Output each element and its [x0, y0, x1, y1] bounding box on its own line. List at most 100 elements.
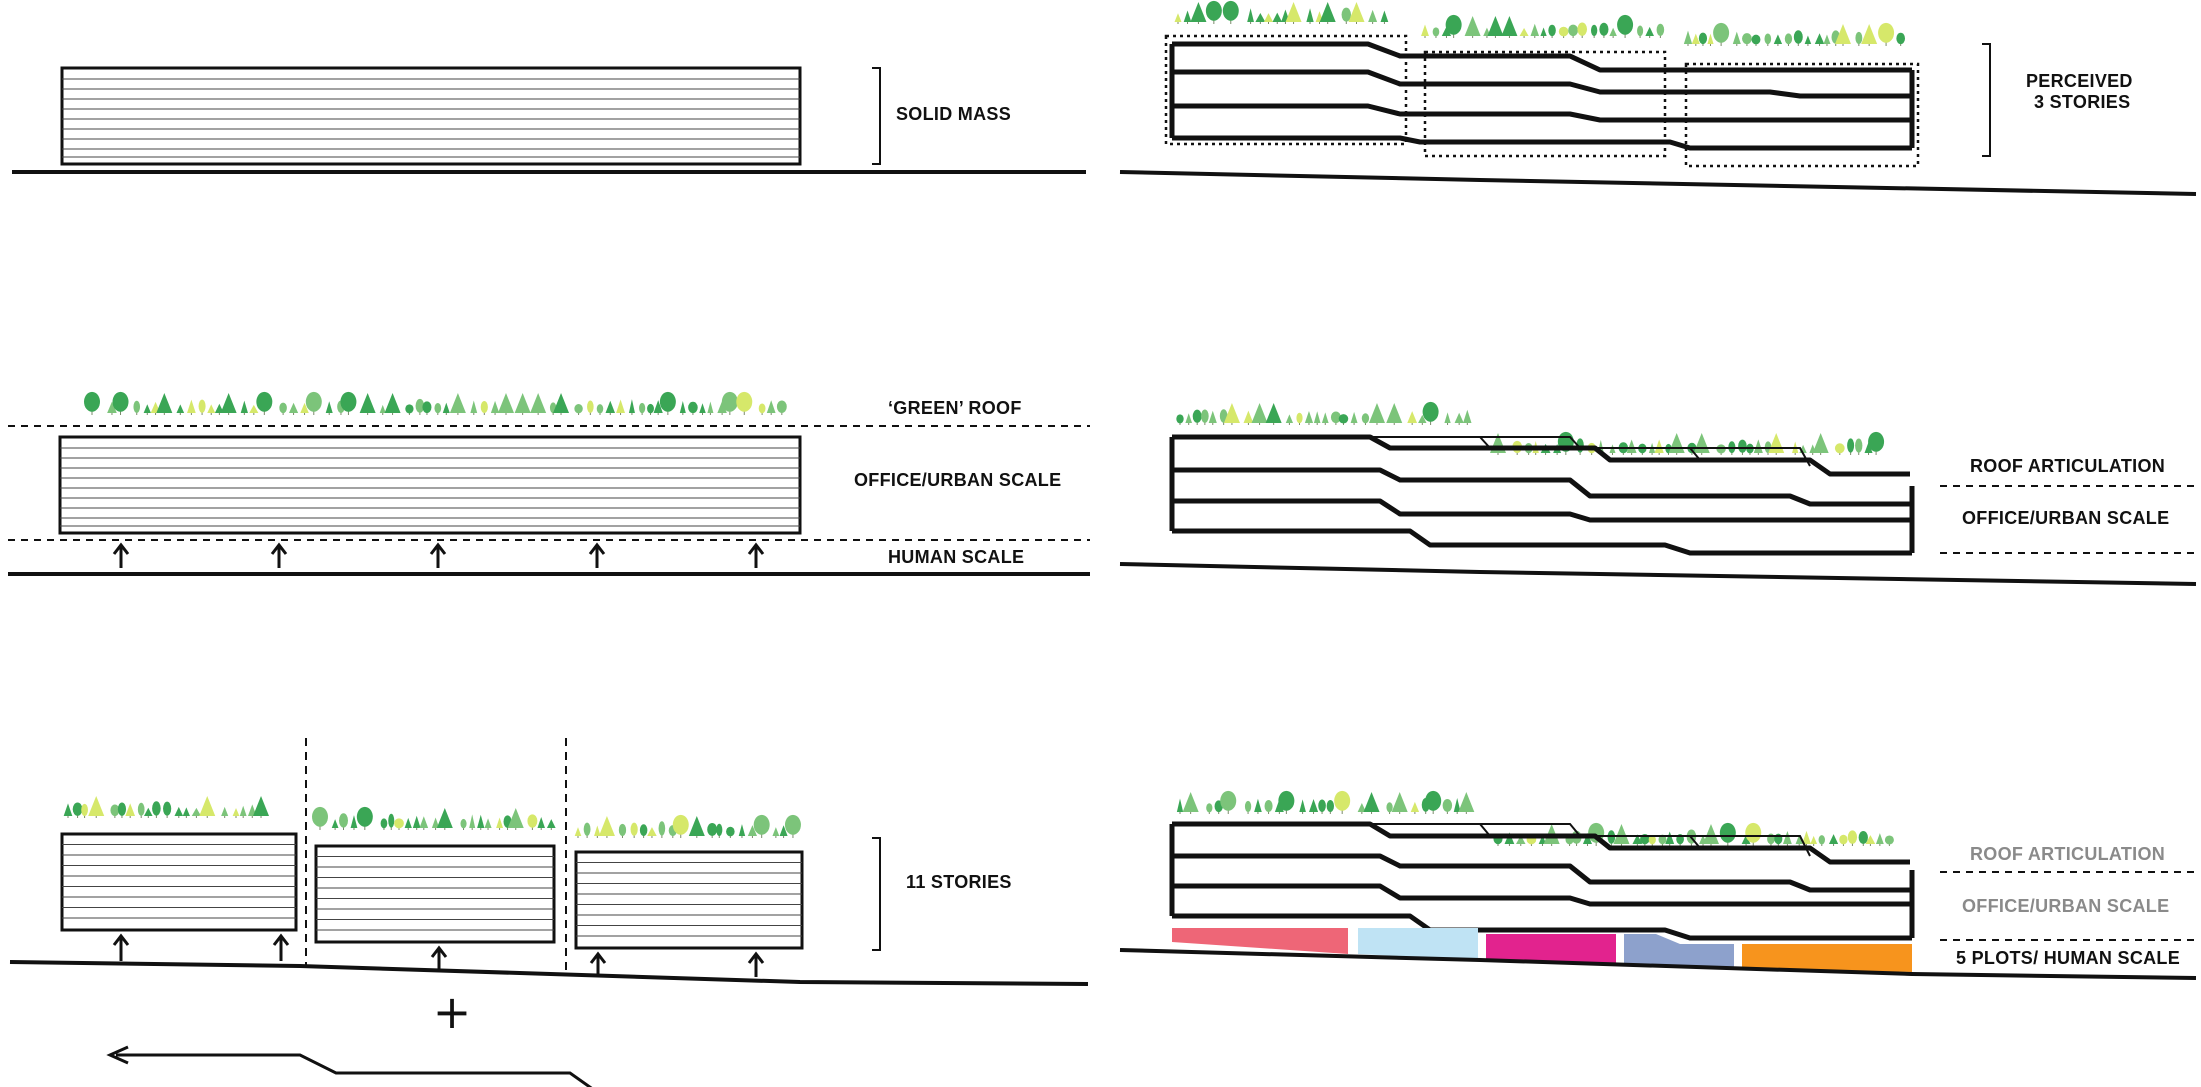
tree-row	[1683, 22, 1906, 46]
tree-icon	[1326, 799, 1335, 814]
tree-icon	[496, 817, 504, 830]
tree-icon	[163, 801, 172, 818]
tree-icon	[137, 802, 145, 818]
tree-icon	[1421, 24, 1429, 38]
tree-icon	[772, 827, 780, 838]
tree-icon	[1707, 33, 1714, 46]
tree-icon	[1274, 799, 1284, 814]
tree-icon	[1764, 33, 1772, 46]
tree-icon	[658, 821, 666, 838]
building-block-3	[574, 850, 804, 950]
tree-icon	[527, 814, 538, 830]
tree-icon	[598, 816, 615, 838]
tree-icon	[1487, 16, 1504, 38]
tree-icon	[1318, 799, 1326, 814]
tree-icon	[537, 817, 545, 830]
tree-icon	[630, 822, 638, 838]
tree-icon	[507, 808, 524, 830]
tree-row	[1421, 14, 1665, 38]
tree-icon	[1855, 438, 1863, 455]
tree-icon	[460, 818, 467, 830]
tree-icon	[469, 814, 476, 830]
tree-icon	[766, 400, 776, 415]
tree-icon	[653, 400, 663, 415]
tree-icon	[717, 401, 727, 415]
tree-icon	[431, 817, 440, 830]
tree-icon	[758, 403, 766, 415]
tree-icon	[1425, 790, 1442, 814]
tree-icon	[379, 404, 386, 415]
tree-icon	[221, 806, 229, 818]
tree-icon	[1182, 792, 1199, 814]
sloped-ground-line	[9, 960, 1089, 986]
tree-icon	[1847, 438, 1855, 455]
tree-icon	[1174, 13, 1182, 24]
floor-lines	[62, 78, 800, 158]
tree-icon	[1732, 31, 1741, 46]
sloped-ground-line	[1119, 562, 2197, 586]
tree-icon	[182, 807, 190, 818]
sloped-ground-line	[1119, 170, 2197, 196]
tree-icon	[191, 807, 202, 818]
tree-icon	[1617, 14, 1634, 38]
tree-icon	[1814, 33, 1825, 46]
tree-icon	[256, 391, 273, 415]
plot-5	[1742, 944, 1912, 972]
tree-icon	[1254, 798, 1262, 814]
tree-icon	[1538, 835, 1547, 846]
panel-green-roof: ‘GREEN’ ROOF OFFICE/URBAN SCALE HUMAN SC…	[8, 391, 1090, 576]
tree-icon	[688, 401, 698, 415]
tree-icon	[1834, 24, 1851, 46]
tree-icon	[1632, 834, 1643, 846]
tree-icon	[1638, 443, 1647, 455]
tree-row	[574, 814, 801, 838]
tree-row	[1174, 0, 1389, 24]
tree-icon	[207, 404, 216, 415]
tree-icon	[776, 400, 787, 415]
tree-icon	[1296, 412, 1303, 425]
tree-icon	[1192, 409, 1202, 425]
tree-icon	[688, 816, 705, 838]
tree-icon	[1363, 792, 1380, 814]
tree-icon	[249, 404, 259, 415]
tree-icon	[736, 391, 753, 415]
tree-row	[1176, 790, 1475, 814]
up-arrow-icon	[112, 933, 130, 961]
tree-icon	[1407, 411, 1418, 425]
tree-icon	[1719, 822, 1736, 846]
tree-icon	[747, 825, 758, 838]
tree-icon	[1350, 411, 1358, 425]
tree-icon	[340, 391, 357, 415]
tree-icon	[350, 815, 358, 830]
tree-icon	[1341, 7, 1352, 24]
tree-icon	[484, 818, 492, 830]
tree-icon	[1668, 433, 1685, 455]
tree-icon	[1265, 403, 1282, 425]
tree-icon	[1368, 403, 1385, 425]
tree-icon	[1812, 433, 1829, 455]
building-block-2	[314, 844, 556, 944]
tree-icon	[356, 806, 373, 830]
tree-icon	[415, 398, 425, 415]
tree-icon	[1278, 790, 1295, 814]
tree-icon	[156, 393, 173, 415]
tree-icon	[1698, 32, 1708, 46]
tree-icon	[176, 404, 185, 415]
panel-eleven-stories: 11 STORIES +	[9, 738, 1089, 1087]
tree-icon	[1208, 410, 1217, 425]
tree-icon	[1319, 2, 1336, 24]
perceived-volume-outlines	[1164, 34, 1920, 168]
tree-icon	[1458, 792, 1475, 814]
tree-icon	[1255, 12, 1266, 24]
label-office-urban-scale: OFFICE/URBAN SCALE	[854, 470, 1061, 490]
tree-icon	[434, 403, 442, 415]
tree-icon	[639, 824, 648, 838]
up-arrow-icon	[747, 542, 765, 568]
tree-icon	[1313, 411, 1321, 425]
tree-icon	[1463, 409, 1472, 425]
tree-icon	[553, 393, 570, 415]
label-eleven-stories: 11 STORIES	[906, 872, 1012, 892]
tree-icon	[288, 402, 299, 415]
tree-icon	[63, 803, 73, 818]
tree-icon	[412, 815, 421, 830]
